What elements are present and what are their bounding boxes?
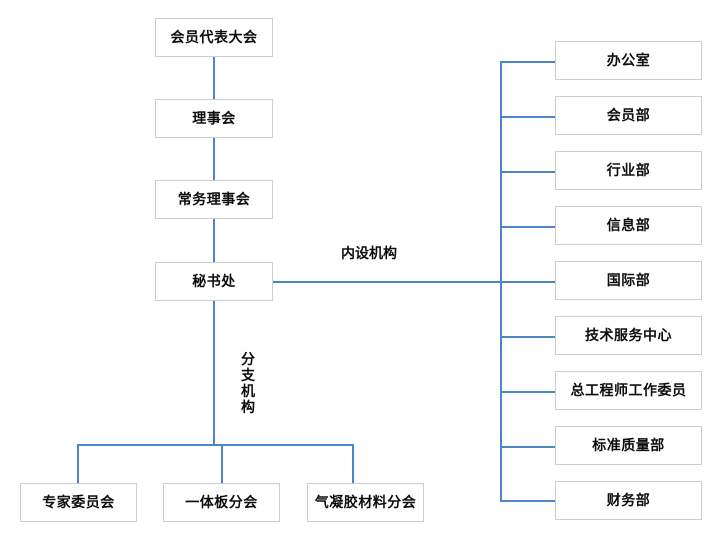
connector-council-to-standing [213,138,215,180]
node-standard-quality[interactable]: 标准质量部 [555,426,702,465]
node-international[interactable]: 国际部 [555,261,702,300]
node-chief-engineer-committee[interactable]: 总工程师工作委员 [555,371,702,410]
node-expert-committee[interactable]: 专家委员会 [20,483,137,522]
connector-stub-industry [500,171,556,173]
edge-label-branch-organizations: 分支机构 [241,352,255,416]
node-council[interactable]: 理事会 [155,99,273,138]
node-information[interactable]: 信息部 [555,206,702,245]
connector-secretariat-to-branch-bar [213,301,215,445]
node-standing-council[interactable]: 常务理事会 [155,180,273,219]
node-secretariat[interactable]: 秘书处 [155,262,273,301]
edge-label-internal-departments: 内设机构 [341,246,397,262]
connector-stub-chief-eng [500,391,556,393]
node-industry[interactable]: 行业部 [555,151,702,190]
node-assembly[interactable]: 会员代表大会 [155,18,273,57]
connector-drop-expert-committee [77,444,79,483]
connector-stub-finance [500,500,556,502]
connector-standing-to-secretariat [213,219,215,262]
connector-stub-international [500,281,556,283]
node-panel-branch[interactable]: 一体板分会 [163,483,280,522]
connector-assembly-to-council [213,57,215,99]
connector-drop-panel-branch [221,444,223,483]
node-aerogel-branch[interactable]: 气凝胶材料分会 [307,483,424,522]
connector-stub-information [500,226,556,228]
connector-branch-bar [77,444,353,446]
node-membership[interactable]: 会员部 [555,96,702,135]
connector-stub-standard-qa [500,446,556,448]
connector-secretariat-to-internal-trunk [273,281,501,283]
node-finance[interactable]: 财务部 [555,481,702,520]
node-tech-service-center[interactable]: 技术服务中心 [555,316,702,355]
connector-drop-aerogel-branch [352,444,354,483]
connector-stub-office [500,61,556,63]
connector-stub-tech-service [500,336,556,338]
node-office[interactable]: 办公室 [555,41,702,80]
connector-stub-membership [500,116,556,118]
